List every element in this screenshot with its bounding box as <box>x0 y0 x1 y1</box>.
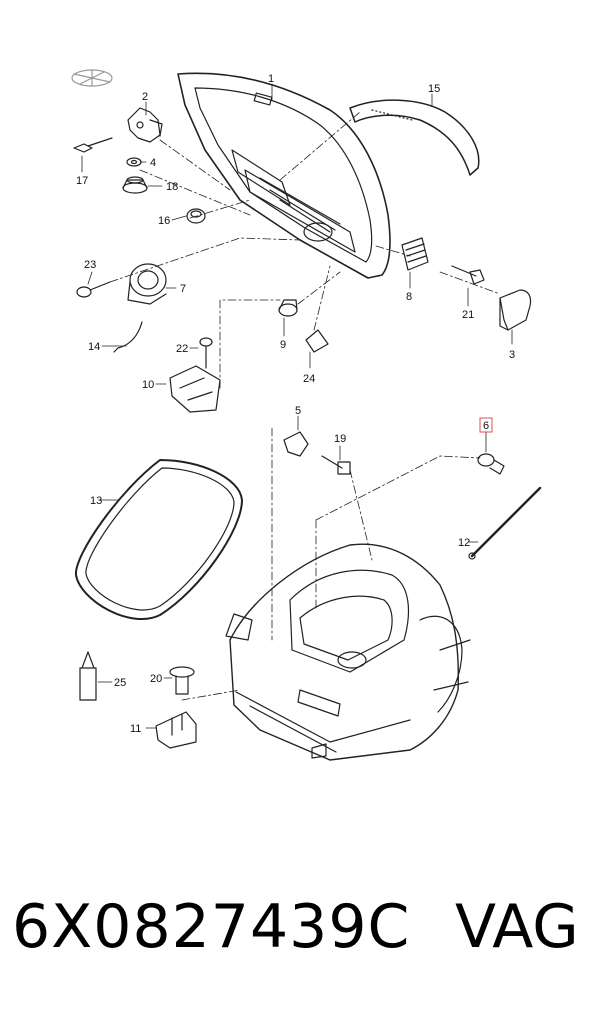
latch <box>169 365 221 413</box>
cover-3 <box>499 289 532 331</box>
callout-22: 22 <box>176 343 188 355</box>
manufacturer-logo <box>71 69 113 87</box>
callout-4: 4 <box>150 157 156 169</box>
screw-21 <box>451 265 485 285</box>
callout-17: 17 <box>76 175 88 187</box>
screw-23 <box>76 281 111 298</box>
cap-24 <box>305 329 329 353</box>
part-number: 6X0827439C <box>12 892 411 962</box>
rear-spoiler <box>349 99 480 176</box>
highlight-box <box>479 417 493 433</box>
callout-2: 2 <box>142 91 148 103</box>
callout-13: 13 <box>90 495 102 507</box>
callout-19: 19 <box>334 433 346 445</box>
gas-strut <box>468 486 542 560</box>
callout-25: 25 <box>114 677 126 689</box>
parts-diagram: 1 2 3 4 5 6 7 8 9 10 11 12 13 14 15 16 1… <box>71 69 542 761</box>
tailgate-frame <box>177 72 391 279</box>
callout-8: 8 <box>406 291 412 303</box>
callout-24: 24 <box>303 373 315 385</box>
callout-15: 15 <box>428 83 440 95</box>
callout-12: 12 <box>458 537 470 549</box>
callout-23: 23 <box>84 259 96 271</box>
screw-22 <box>199 337 213 369</box>
cap-16 <box>186 208 206 224</box>
callout-5: 5 <box>295 405 301 417</box>
bolt-17 <box>73 137 113 153</box>
assembly-lines <box>109 111 501 701</box>
callout-18: 18 <box>166 181 178 193</box>
callout-16: 16 <box>158 215 170 227</box>
rear-window-seal <box>74 459 243 621</box>
rod-14 <box>113 321 143 353</box>
bolt-20 <box>169 666 195 695</box>
callout-7: 7 <box>180 283 186 295</box>
striker <box>155 711 197 749</box>
callout-1: 1 <box>268 73 274 85</box>
adhesive-tube <box>79 651 97 701</box>
bump-stop-9 <box>278 299 298 317</box>
callout-14: 14 <box>88 341 100 353</box>
callouts: 1 2 3 4 5 6 7 8 9 10 11 12 13 14 15 16 1… <box>76 73 515 735</box>
callout-21: 21 <box>462 309 474 321</box>
callout-9: 9 <box>280 339 286 351</box>
ball-stud-6 <box>477 453 505 475</box>
grommet <box>122 176 148 194</box>
washer <box>126 157 142 167</box>
brand-name: VAG <box>455 892 579 962</box>
lock-actuator <box>127 263 167 305</box>
buffer-8 <box>401 237 429 271</box>
callout-11: 11 <box>130 723 141 735</box>
callout-6: 6 <box>483 420 489 432</box>
callout-3: 3 <box>509 349 515 361</box>
callout-10: 10 <box>142 379 154 391</box>
callout-20: 20 <box>150 673 162 685</box>
screw-19 <box>321 455 351 475</box>
leader-lines <box>81 83 513 729</box>
vehicle-body-rear <box>225 543 471 761</box>
buffer-5 <box>283 431 309 457</box>
hinge <box>127 107 163 143</box>
